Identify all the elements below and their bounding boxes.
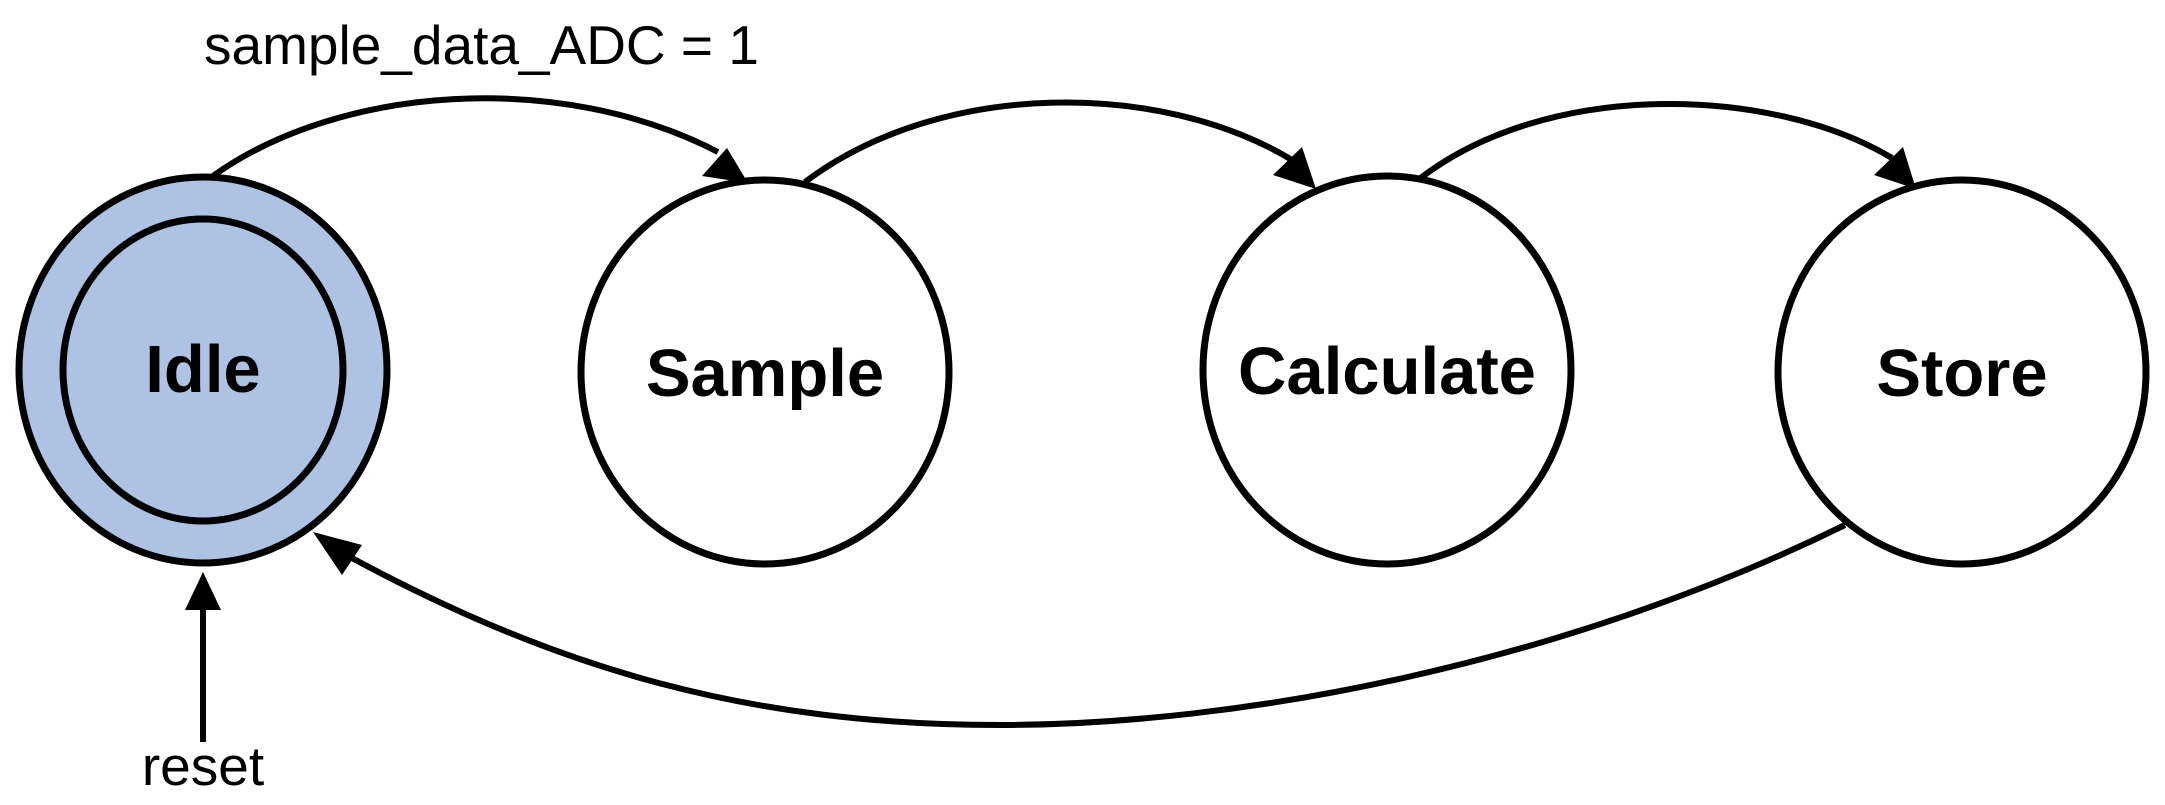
transition-store-to-idle: [348, 522, 1847, 729]
reset-label: reset: [142, 735, 264, 797]
state-store: Store: [1774, 176, 2150, 568]
transition-idle-to-sample: [211, 95, 720, 179]
state-store-label: Store: [1876, 336, 2047, 411]
state-calculate: Calculate: [1199, 172, 1575, 568]
transitions: [185, 95, 1916, 742]
arrowhead-sample-to-calculate: [1273, 147, 1316, 189]
arrowhead-idle-to-sample: [702, 148, 748, 183]
arrowhead-reset: [185, 572, 221, 610]
state-sample-label: Sample: [646, 336, 884, 411]
arrowhead-calculate-to-store: [1874, 147, 1916, 189]
transition-calculate-to-store: [1416, 100, 1894, 183]
arrowhead-store-to-idle: [313, 532, 362, 575]
transition-label-idle-to-sample: sample_data_ADC = 1: [204, 14, 759, 76]
states: Idle Sample Calculate Store: [15, 172, 2150, 568]
transition-sample-to-calculate: [803, 99, 1294, 185]
edge-labels: sample_data_ADC = 1 reset: [142, 14, 759, 797]
state-calculate-circle: [1199, 172, 1575, 568]
state-idle-inner-circle: [59, 215, 347, 525]
state-idle-label: Idle: [145, 332, 260, 407]
state-sample: Sample: [577, 176, 953, 568]
state-sample-circle: [577, 176, 953, 568]
state-calculate-label: Calculate: [1238, 334, 1536, 409]
state-store-circle: [1774, 176, 2150, 568]
state-idle: Idle: [15, 173, 391, 567]
